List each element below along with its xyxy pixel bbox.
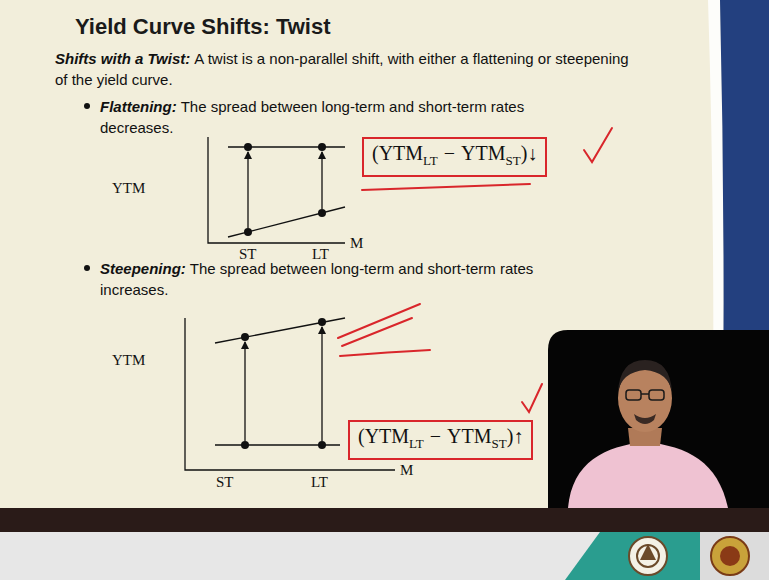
bullet — [84, 103, 90, 109]
footer-accent — [565, 532, 700, 580]
video-frame — [548, 330, 769, 508]
formula-text: YTM — [461, 142, 505, 164]
axis-tick-label: LT — [312, 246, 329, 263]
footer-accent — [700, 532, 769, 580]
formula-text: )↑ — [507, 425, 524, 447]
axis-label: YTM — [112, 180, 145, 197]
bullet — [84, 265, 90, 271]
bullet-heading: Steepening: — [100, 260, 186, 277]
formula-subscript: ST — [506, 153, 521, 168]
text-paragraph: Flattening:The spread between long-term … — [100, 96, 570, 138]
bullet-heading: Flattening: — [100, 98, 177, 115]
graph-dots — [244, 143, 326, 236]
formula-text: − — [444, 142, 455, 164]
institute-logo — [629, 537, 667, 575]
slide-title: Yield Curve Shifts: Twist — [75, 14, 330, 40]
axis-label: M — [400, 462, 413, 479]
formula-box: (YTMLT−YTMST)↑ — [348, 420, 533, 460]
formula-subscript: LT — [423, 153, 438, 168]
formula-subscript: LT — [409, 436, 424, 451]
axis-tick-label: LT — [311, 474, 328, 491]
presenter — [568, 360, 728, 508]
formula-text: − — [430, 425, 441, 447]
flattening-graph — [208, 137, 345, 243]
text-paragraph: Steepening:The spread between long-term … — [100, 258, 570, 300]
graph-dots — [241, 318, 326, 449]
term-heading: Shifts with a Twist: — [55, 50, 190, 67]
formula-subscript: ST — [492, 436, 507, 451]
axis-label: YTM — [112, 352, 145, 369]
axis-tick-label: ST — [239, 246, 257, 263]
nptel-logo — [711, 537, 749, 575]
formula-text: (YTM — [358, 425, 409, 447]
formula-text: (YTM — [372, 142, 423, 164]
formula-box: (YTMLT−YTMST)↓ — [362, 137, 547, 177]
formula-text: )↓ — [521, 142, 538, 164]
text-paragraph: Shifts with a Twist:A twist is a non-par… — [55, 48, 645, 90]
formula-text: YTM — [447, 425, 491, 447]
axis-label: M — [350, 235, 363, 252]
axis-tick-label: ST — [216, 474, 234, 491]
steepening-graph — [185, 318, 395, 470]
footer-bar — [0, 508, 769, 532]
footer-ground — [0, 532, 769, 580]
